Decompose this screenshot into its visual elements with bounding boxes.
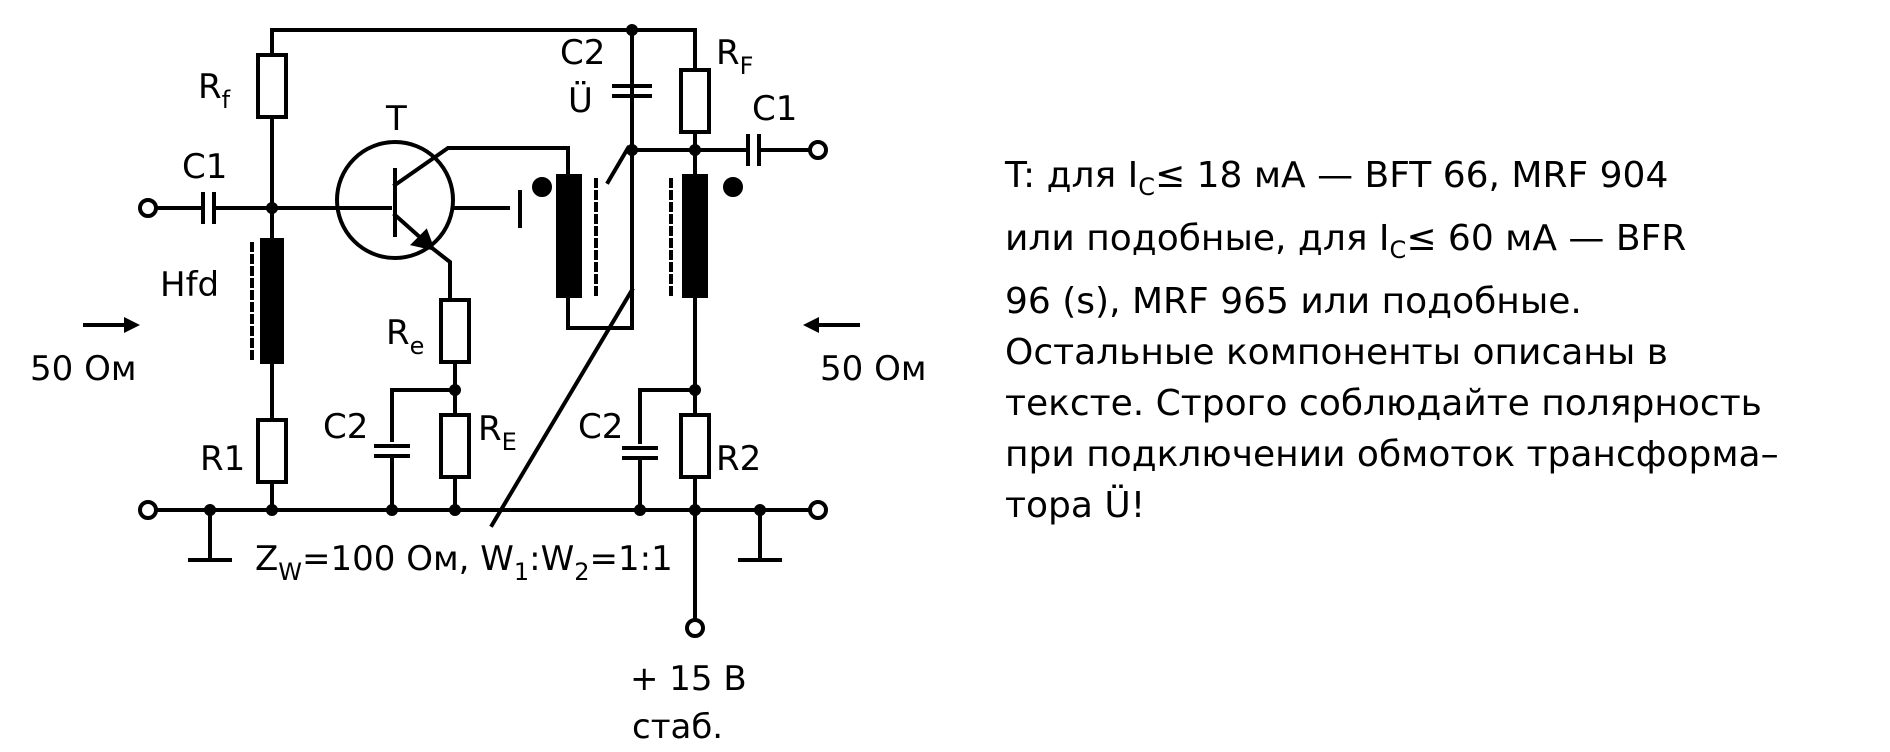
ground-out-terminal xyxy=(808,500,828,520)
r-e-big-resistor xyxy=(439,413,471,479)
rf-right-resistor xyxy=(679,68,711,134)
transformer-dot-left xyxy=(532,177,552,197)
label-c2-mid: C2 xyxy=(323,407,368,447)
label-zw: ZW=100 Ом, W1:W2=1:1 xyxy=(255,539,673,586)
transformer-dot-right xyxy=(723,177,743,197)
label-c1-right: C1 xyxy=(752,89,797,129)
note-line: тексте. Строго соблюдайте полярность xyxy=(1005,383,1762,425)
note-line: при подключении обмоток трансформа– xyxy=(1005,434,1779,476)
rf-left-resistor xyxy=(256,53,288,119)
transformer-primary-bottom xyxy=(566,68,634,330)
transformer-mark-line xyxy=(605,145,631,185)
junction-dot xyxy=(626,144,638,156)
emitter-arrow xyxy=(410,228,436,251)
junction-dot xyxy=(266,202,278,214)
junction-dot xyxy=(626,24,638,36)
transformer-cross-line xyxy=(489,287,635,528)
label-transistor: T xyxy=(385,99,407,139)
label-hfd: Hfd xyxy=(160,265,219,305)
transformer-primary xyxy=(556,174,582,298)
junction-dot xyxy=(449,504,461,516)
label-r1: R1 xyxy=(200,439,245,479)
junction-dot xyxy=(386,504,398,516)
supply-terminal xyxy=(685,618,705,638)
top-rail-wire xyxy=(270,28,697,72)
label-rf-right: RF xyxy=(716,33,753,80)
junction-dot xyxy=(689,384,701,396)
hfd-choke xyxy=(260,238,284,364)
label-c1-left: C1 xyxy=(182,147,227,187)
junction-dot xyxy=(689,504,701,516)
label-re: Re xyxy=(386,313,424,360)
junction-dot xyxy=(266,504,278,516)
junction-dot xyxy=(204,504,216,516)
junction-dot xyxy=(754,504,766,516)
c2-mid-wire xyxy=(390,388,457,417)
arrow-in-head xyxy=(124,317,140,333)
label-r-e-big: RE xyxy=(478,409,517,456)
label-c2-top: C2 xyxy=(560,33,605,73)
label-rf-left: Rf xyxy=(198,67,231,114)
note-line: или подобные, для IC≤ 60 мА — BFR xyxy=(1005,218,1687,265)
transistor-body xyxy=(335,140,455,260)
re-resistor xyxy=(439,298,471,364)
output-terminal xyxy=(808,140,828,160)
junction-dot xyxy=(689,144,701,156)
r1-resistor xyxy=(256,418,288,484)
label-transformer: Ü xyxy=(568,80,593,121)
ground-in-terminal xyxy=(138,500,158,520)
arrow-out-head xyxy=(803,317,819,333)
transformer-secondary xyxy=(682,174,708,298)
label-r2: R2 xyxy=(716,439,761,479)
input-terminal xyxy=(138,198,158,218)
note-line: T: для IC≤ 18 мА — BFT 66, MRF 904 xyxy=(1005,155,1669,202)
note-line: тора Ü! xyxy=(1005,485,1146,527)
emitter-wire xyxy=(392,212,452,302)
label-impedance-left: 50 Ом xyxy=(30,349,136,389)
note-line: Остальные компоненты описаны в xyxy=(1005,332,1668,374)
junction-dot xyxy=(449,384,461,396)
junction-dot xyxy=(634,504,646,516)
label-supply: + 15 В xyxy=(630,659,747,699)
label-c2-right: C2 xyxy=(578,407,623,447)
r2-resistor xyxy=(679,413,711,479)
component-note: T: для IC≤ 18 мА — BFT 66, MRF 904 или п… xyxy=(1005,150,1875,531)
label-impedance-right: 50 Ом xyxy=(820,349,926,389)
label-supply-note: стаб. xyxy=(632,707,723,747)
note-line: 96 (s), MRF 965 или подобные. xyxy=(1005,281,1582,323)
